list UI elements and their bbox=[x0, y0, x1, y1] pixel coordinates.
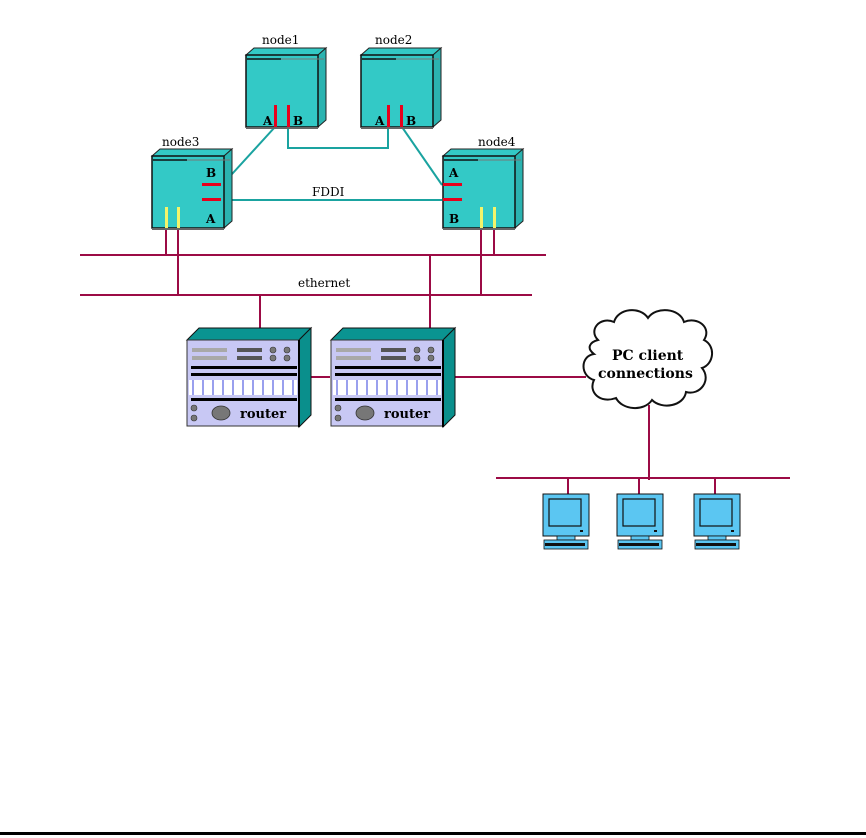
router-2[interactable]: router bbox=[330, 327, 456, 428]
node4-port-b-label: B bbox=[449, 212, 459, 226]
node4-label: node4 bbox=[478, 135, 516, 149]
cloud-shape bbox=[582, 309, 713, 409]
node2-port-a bbox=[387, 105, 390, 127]
node3-port-a-label: A bbox=[205, 212, 216, 226]
node1-port-a bbox=[274, 105, 277, 127]
router-1[interactable]: router bbox=[186, 327, 312, 428]
router-1-label: router bbox=[240, 407, 286, 422]
node1-port-b bbox=[287, 105, 290, 127]
node3-port-b-label: B bbox=[206, 166, 216, 180]
node3-port-a bbox=[202, 198, 221, 201]
cloud-label-line1: PC client bbox=[612, 348, 684, 364]
node2-port-b bbox=[400, 105, 403, 127]
node4-port-a-label: A bbox=[448, 166, 459, 180]
node4-ethernet-port-2 bbox=[493, 207, 496, 228]
node4-port-b bbox=[443, 198, 462, 201]
node4-ethernet-port-1 bbox=[480, 207, 483, 228]
node2-port-b-label: B bbox=[406, 114, 416, 128]
node3-ethernet-port-1 bbox=[165, 207, 168, 228]
node2-label: node2 bbox=[375, 33, 412, 47]
node1-label: node1 bbox=[262, 33, 299, 47]
pc-client-cloud[interactable]: PC client connections bbox=[582, 309, 713, 409]
node3-label: node3 bbox=[162, 135, 199, 149]
cloud-label-line2: connections bbox=[598, 366, 693, 382]
ethernet-label: ethernet bbox=[298, 276, 350, 290]
pc-client-3[interactable] bbox=[693, 493, 741, 550]
node3-ethernet-port-2 bbox=[177, 207, 180, 228]
fddi-node1B-node2A bbox=[287, 127, 389, 149]
fddi-node2B-node4A bbox=[401, 126, 443, 186]
node4-port-a bbox=[443, 183, 462, 186]
node4[interactable]: A B bbox=[442, 148, 524, 230]
node1-port-a-label: A bbox=[262, 114, 273, 128]
node3-port-b bbox=[202, 183, 221, 186]
ethernet-buses bbox=[80, 228, 790, 494]
node1-port-b-label: B bbox=[293, 114, 303, 128]
node3[interactable]: B A bbox=[151, 148, 233, 230]
router-2-label: router bbox=[384, 407, 430, 422]
bottom-rule bbox=[0, 832, 866, 835]
node2[interactable]: A B bbox=[360, 47, 442, 129]
fddi-label: FDDI bbox=[312, 185, 345, 199]
node1[interactable]: A B bbox=[245, 47, 327, 129]
node2-port-a-label: A bbox=[374, 114, 385, 128]
pc-client-2[interactable] bbox=[616, 493, 664, 550]
pc-client-1[interactable] bbox=[542, 493, 590, 550]
